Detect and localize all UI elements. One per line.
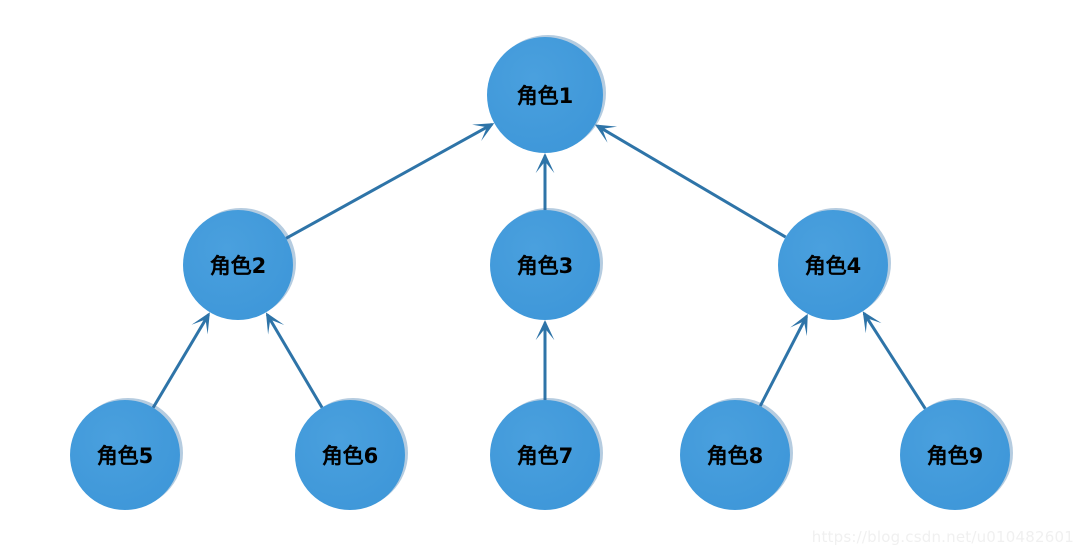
edge-line	[151, 313, 210, 409]
node-label: 角色9	[927, 444, 984, 468]
arrow-head	[191, 312, 210, 335]
edge-n3-to-n1	[535, 153, 555, 210]
node-n9[interactable]: 角色9	[900, 398, 1013, 510]
node-n8[interactable]: 角色8	[680, 398, 793, 510]
nodes-layer: 角色1 角色2 角色3 角色4 角色5 角色6 角色7 角色8 角色9	[70, 35, 1013, 510]
edge-n5-to-n2	[151, 312, 210, 409]
edge-line	[265, 313, 324, 409]
edge-n2-to-n1	[285, 123, 495, 240]
node-label: 角色5	[97, 444, 154, 468]
arrow-head	[594, 124, 618, 143]
edge-line	[862, 312, 927, 410]
arrow-head	[862, 311, 882, 334]
arrow-head	[535, 320, 555, 341]
node-n4[interactable]: 角色4	[778, 208, 891, 320]
node-circle[interactable]	[778, 210, 888, 320]
arrow-head	[535, 153, 555, 174]
node-circle[interactable]	[70, 400, 180, 510]
node-label: 角色8	[707, 444, 764, 468]
edge-line	[596, 124, 787, 239]
node-n7[interactable]: 角色7	[490, 398, 603, 510]
edge-n7-to-n3	[535, 320, 555, 400]
edge-line	[758, 315, 808, 407]
node-circle[interactable]	[295, 400, 405, 510]
node-circle[interactable]	[490, 400, 600, 510]
node-label: 角色3	[517, 254, 574, 278]
node-n5[interactable]: 角色5	[70, 398, 183, 510]
node-circle[interactable]	[183, 210, 293, 320]
edge-n6-to-n2	[265, 312, 324, 409]
node-n1[interactable]: 角色1	[487, 35, 606, 153]
edge-n9-to-n4	[862, 311, 927, 410]
node-n6[interactable]: 角色6	[295, 398, 408, 510]
node-circle[interactable]	[680, 400, 790, 510]
node-n2[interactable]: 角色2	[183, 208, 296, 320]
node-label: 角色2	[210, 254, 267, 278]
node-label: 角色6	[322, 444, 379, 468]
node-circle[interactable]	[487, 37, 603, 153]
node-label: 角色7	[517, 444, 574, 468]
node-label: 角色4	[805, 254, 862, 278]
edge-n8-to-n4	[758, 313, 808, 407]
edge-line	[285, 123, 493, 240]
edge-n4-to-n1	[594, 124, 787, 239]
edges-layer	[151, 123, 927, 410]
arrow-head	[265, 312, 285, 335]
node-circle[interactable]	[490, 210, 600, 320]
node-circle[interactable]	[900, 400, 1010, 510]
arrow-head	[472, 123, 495, 142]
watermark: https://blog.csdn.net/u010482601	[811, 528, 1074, 546]
arrow-head	[790, 313, 808, 337]
node-label: 角色1	[517, 84, 574, 108]
node-n3[interactable]: 角色3	[490, 208, 603, 320]
